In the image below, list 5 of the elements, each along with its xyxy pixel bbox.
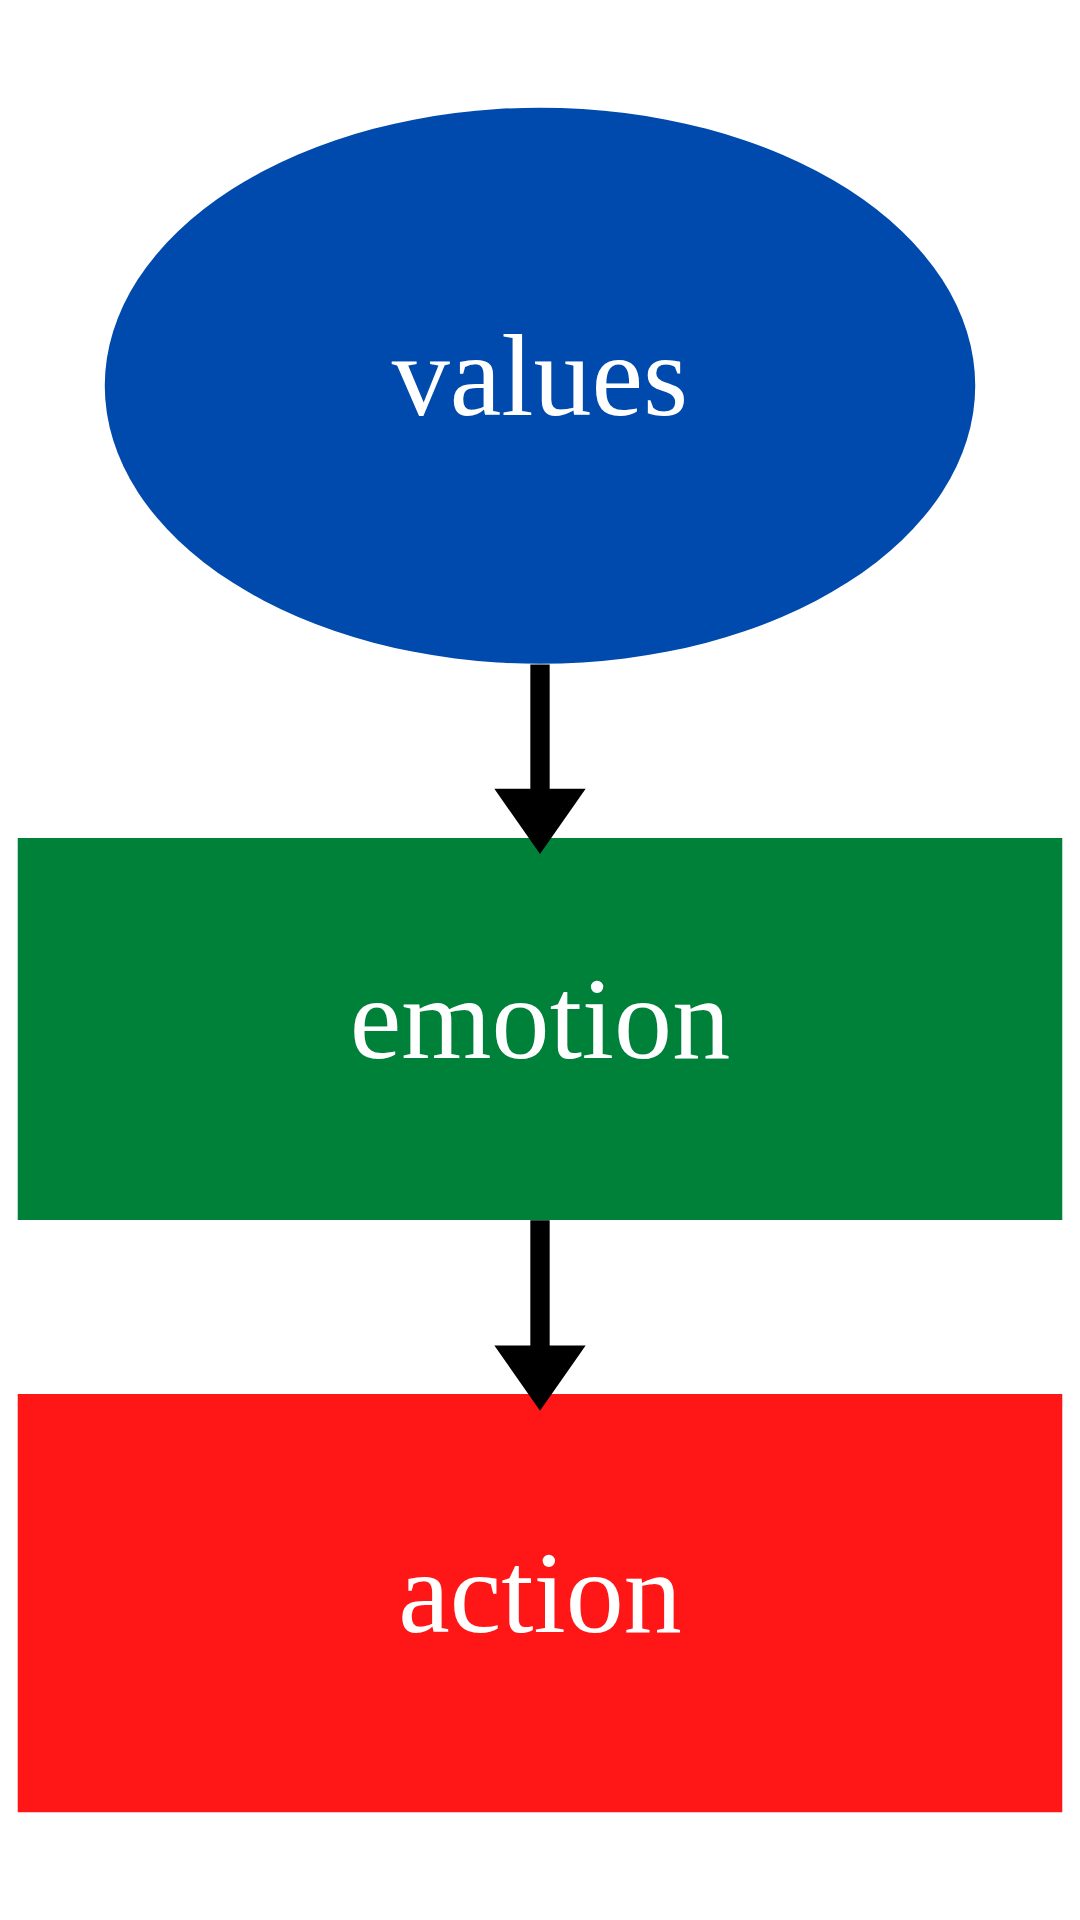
node-ellipse: values [104, 107, 976, 664]
arrow [494, 1220, 586, 1411]
arrow [494, 664, 586, 855]
node-box: action [17, 1394, 1063, 1813]
node-box: emotion [17, 837, 1063, 1220]
